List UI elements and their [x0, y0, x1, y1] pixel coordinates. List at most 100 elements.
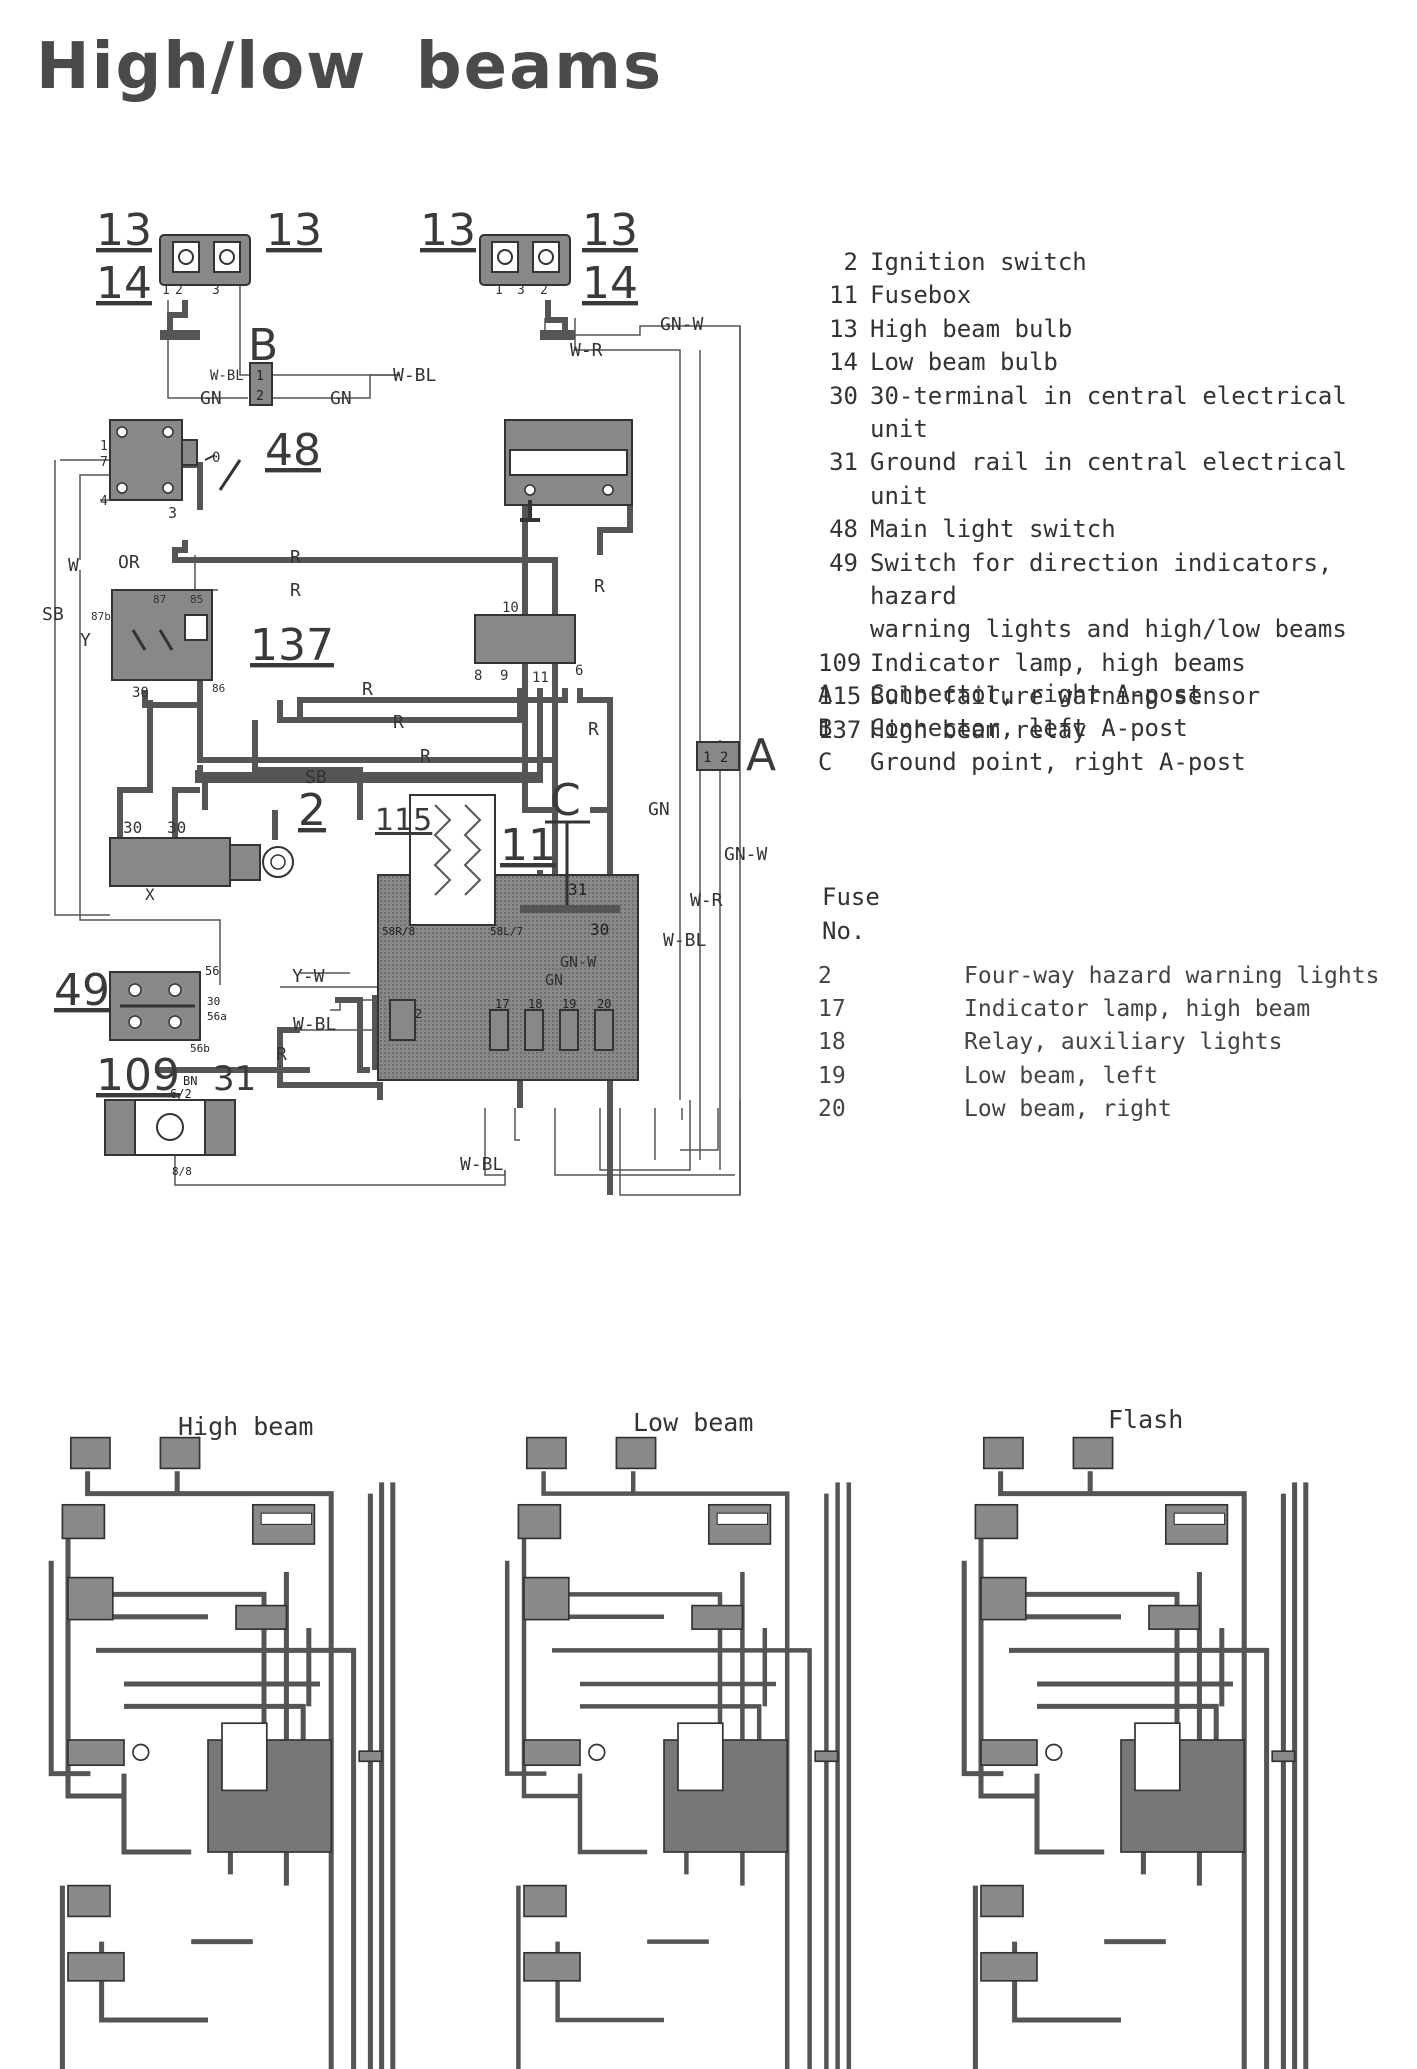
wire-r2: R — [290, 580, 301, 601]
label-137: 137 — [250, 620, 334, 671]
lamp-13-14-right: 1 3 2 — [479, 234, 575, 340]
connector-a: 1 2 — [696, 741, 740, 771]
wire-wbl-49: W-BL — [293, 1014, 337, 1035]
wire-y: Y — [80, 630, 91, 651]
switch-48-pin-4: 4 — [100, 494, 108, 509]
indicator-lamp-109: BN 6/2 8/8 — [104, 1074, 236, 1178]
legend-number: 13 — [829, 314, 858, 343]
connector-b: 1 2 — [249, 362, 273, 406]
fuse-number: 20 — [818, 1095, 846, 1122]
connector-letter: B — [818, 714, 833, 742]
main-light-switch-48: 0 1 7 4 3 — [100, 419, 242, 522]
label-13-left: 13 — [96, 205, 152, 256]
lamp-pin-1-right: 1 — [495, 283, 503, 298]
wire-r7: R — [588, 719, 599, 740]
fuse-text: Low beam, right — [964, 1095, 1172, 1122]
label-31: 31 — [213, 1059, 256, 1099]
fuse-pin-30: 30 — [590, 920, 609, 939]
label-109: 109 — [96, 1050, 180, 1101]
switch-48-pos-0: 0 — [212, 450, 220, 466]
wire-r4: R — [362, 679, 373, 700]
wire-or: OR — [118, 552, 140, 573]
small-diagram-2 — [961, 1436, 1309, 2069]
label-14-left: 14 — [96, 258, 152, 309]
relay-pin-85: 85 — [190, 593, 203, 606]
small-diagrams — [48, 1436, 1309, 2069]
fuse-number: 17 — [818, 996, 846, 1023]
legend-text: Ignition switch — [870, 248, 1087, 276]
wire-sb-mid: SB — [305, 767, 327, 788]
legend-text: Low beam bulb — [870, 348, 1058, 377]
wire-r-low: R — [276, 1044, 287, 1065]
legend-text: Indicator lamp, high beams — [870, 648, 1246, 677]
wire-gn-right: GN — [648, 799, 670, 820]
lamp-pin-1: 1 — [162, 283, 170, 298]
switch-48-pin-3: 3 — [168, 504, 177, 522]
wire-gnw-fuse: GN-W — [560, 953, 597, 971]
lamp-pin-3-right: 3 — [517, 283, 525, 298]
wire-sb: SB — [42, 604, 64, 625]
lamp-pin-2-right: 2 — [540, 283, 548, 298]
fuse-num-20: 20 — [597, 997, 611, 1011]
fuse-num-17: 17 — [495, 997, 509, 1011]
small-diagram-title-high: High beam — [178, 1412, 314, 1441]
page-title: High/low beams — [36, 30, 664, 104]
block-pin-11: 11 — [532, 670, 549, 686]
fuse-pin-31: 31 — [568, 880, 587, 899]
label-c: C — [550, 775, 581, 826]
small-diagram-title-flash: Flash — [1108, 1405, 1184, 1434]
legend-row: warning lights and high/low beams — [818, 613, 1350, 646]
fuse-number: 2 — [818, 963, 832, 989]
fuse-text: Indicator lamp, high beam — [964, 996, 1311, 1023]
legend-number: 14 — [829, 348, 858, 377]
wire-r3: R — [594, 576, 605, 597]
ignition-pin-30b: 30 — [167, 818, 186, 837]
fuse-num-18: 18 — [528, 997, 542, 1011]
label-48: 48 — [265, 425, 321, 476]
label-13-right-b: 13 — [582, 205, 638, 256]
label-a: A — [746, 730, 776, 781]
label-b: B — [248, 320, 278, 371]
legend-text: 30-terminal in central electrical unit — [870, 381, 1347, 444]
label-13-mid: 13 — [266, 205, 322, 256]
label-11: 11 — [500, 820, 556, 871]
ground-point-c — [545, 820, 590, 905]
bulb-failure-block: 10 8 9 11 6 — [474, 600, 583, 686]
wire-gnw-top: GN-W — [660, 314, 704, 335]
indicator-switch-49: 56 30 56a 56b — [109, 964, 227, 1055]
ignition-pin-30a: 30 — [123, 818, 142, 837]
legend-text: warning lights and high/low beams — [870, 615, 1347, 644]
label-14-right: 14 — [582, 258, 638, 309]
switch-48-pin-7: 7 — [100, 455, 108, 470]
legend-number: 11 — [829, 281, 858, 310]
fuse-number: 18 — [818, 1029, 846, 1056]
lamp-pin-2: 2 — [175, 283, 183, 298]
wire-r6: R — [420, 746, 431, 767]
fusebox-11: 31 30 58R/8 58L/7 2 17 18 19 20 — [377, 794, 639, 1081]
fuse-header: Fuse No. — [822, 880, 880, 948]
high-beam-relay-137: 87b 87 85 30 86 — [91, 589, 225, 701]
legend-number: 137 — [818, 715, 862, 744]
ignition-switch-2: 30 30 X — [109, 818, 294, 904]
wire-gn-fuse: GN — [545, 971, 563, 989]
sw49-pin-56a: 56a — [207, 1010, 227, 1023]
lamp109-bn: BN — [183, 1074, 197, 1088]
wire-gn-b: GN — [200, 388, 222, 409]
label-115: 115 — [375, 803, 432, 838]
switch-48-pin-1: 1 — [100, 439, 108, 454]
legend-number: 49 — [829, 548, 858, 577]
fuse-row: 20 Low beam, right — [818, 1093, 1379, 1126]
connector-letter: A — [818, 680, 833, 708]
legend-text: High beam relay — [870, 715, 1087, 744]
lamp-13-14-left: 1 2 3 — [159, 234, 251, 340]
lamp109-62: 6/2 — [170, 1087, 192, 1101]
